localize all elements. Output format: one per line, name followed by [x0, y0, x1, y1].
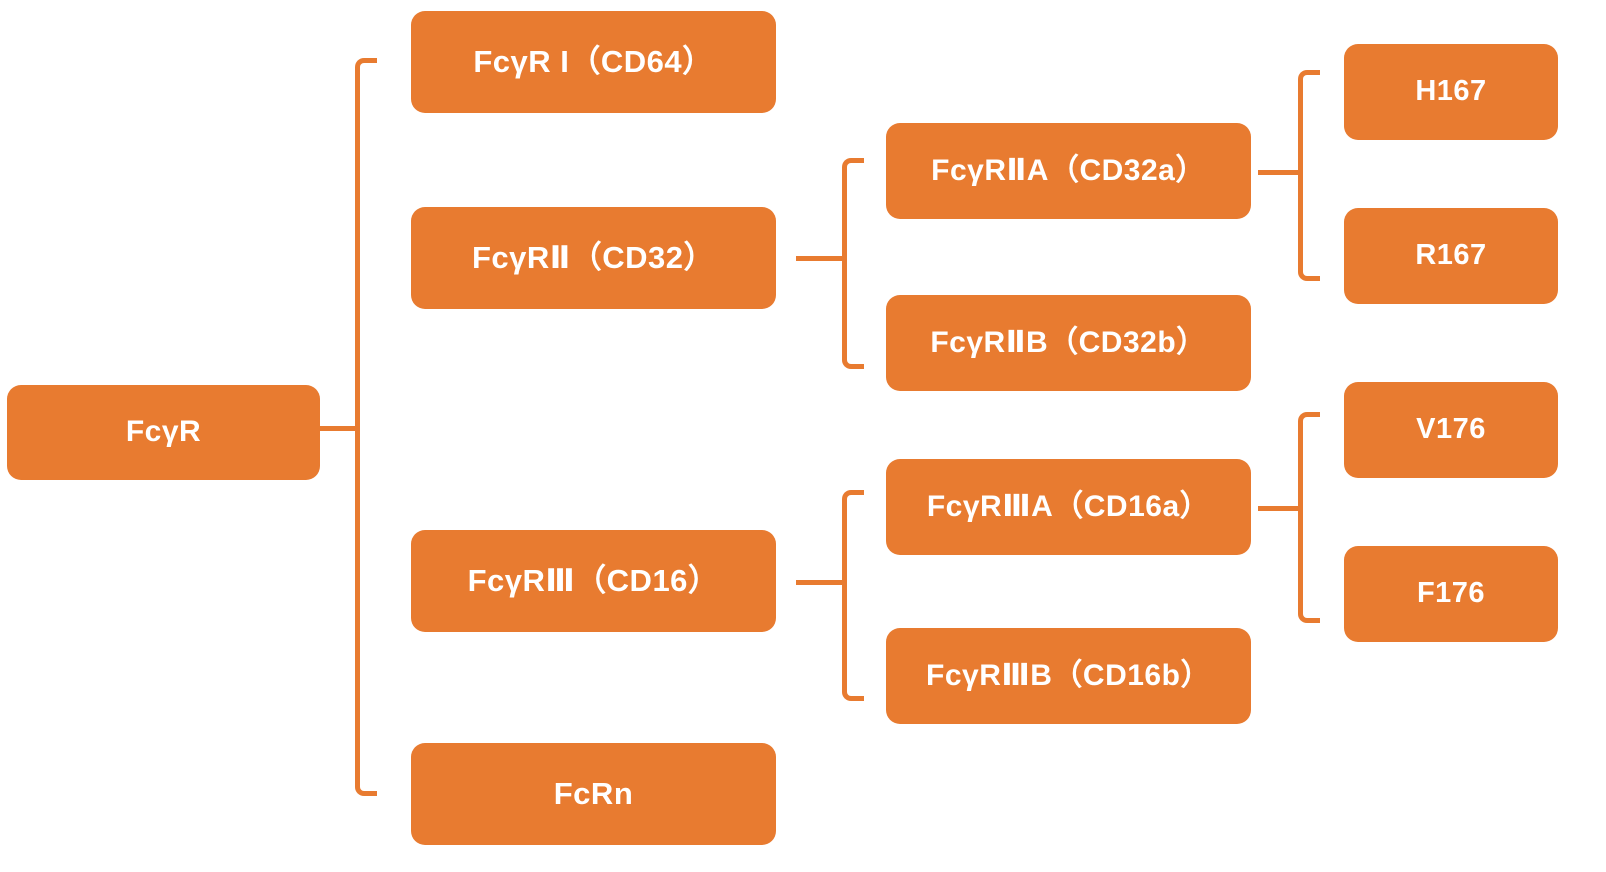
node-fcgr1-cd64: FcγR I（CD64） [411, 11, 776, 113]
connector-bracket-cd32 [842, 158, 864, 369]
connector-stub-root [320, 426, 360, 431]
node-fcgr3b-cd16b: FcγRⅢB（CD16b） [886, 628, 1251, 724]
node-variant-h167: H167 [1344, 44, 1558, 140]
connector-bracket-cd16 [842, 490, 864, 701]
node-variant-f176: F176 [1344, 546, 1558, 642]
node-fcgr-root: FcγR [7, 385, 320, 480]
node-fcgr2b-cd32b: FcγRⅡB（CD32b） [886, 295, 1251, 391]
connector-bracket-cd32a-variants [1298, 70, 1320, 281]
connector-stub-cd32 [796, 256, 846, 261]
connector-stub-cd32a-variants [1258, 170, 1302, 175]
node-fcgr3-cd16: FcγRⅢ（CD16） [411, 530, 776, 632]
node-fcgr2-cd32: FcγRⅡ（CD32） [411, 207, 776, 309]
node-fcrn: FcRn [411, 743, 776, 845]
connector-bracket-cd16a-variants [1298, 412, 1320, 623]
connector-bracket-root [355, 58, 377, 796]
connector-stub-cd16a-variants [1258, 506, 1302, 511]
node-fcgr2a-cd32a: FcγRⅡA（CD32a） [886, 123, 1251, 219]
node-variant-v176: V176 [1344, 382, 1558, 478]
node-variant-r167: R167 [1344, 208, 1558, 304]
node-fcgr3a-cd16a: FcγRⅢA（CD16a） [886, 459, 1251, 555]
connector-stub-cd16 [796, 580, 846, 585]
